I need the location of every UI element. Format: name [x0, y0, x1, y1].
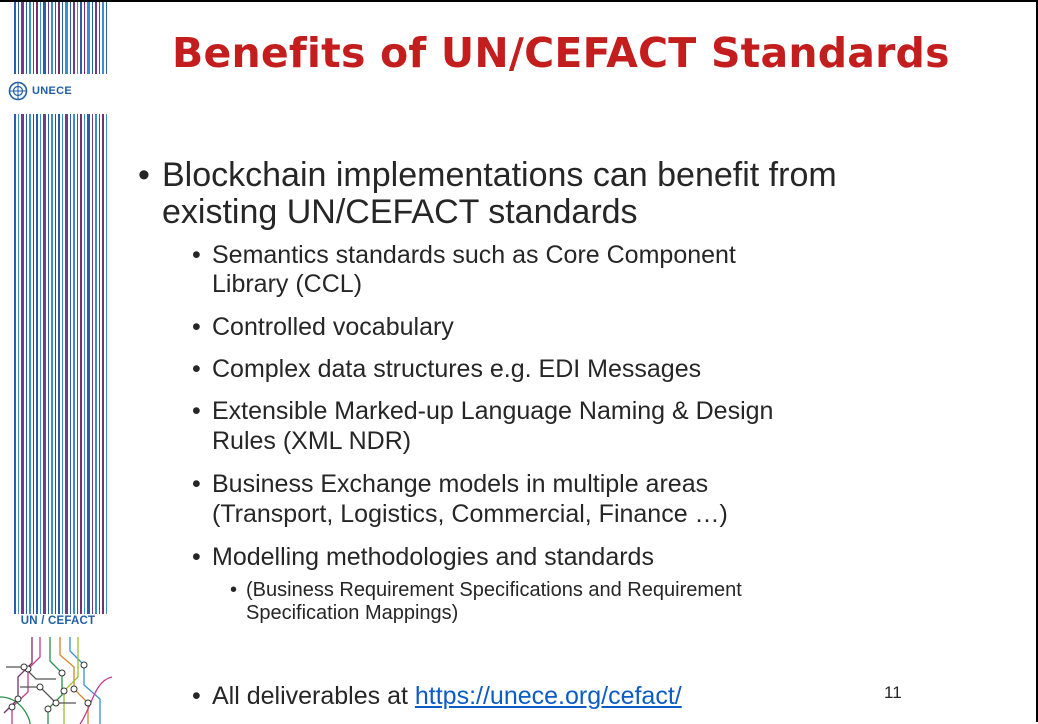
sub-bullet-1-line-2: Library (CCL)	[212, 270, 363, 298]
sub-bullet-5-line-2: (Transport, Logistics, Commercial, Finan…	[212, 500, 728, 528]
bullet-dot: •	[192, 470, 201, 498]
barcode-stripes-top	[14, 2, 108, 74]
sub-bullet-6: Modelling methodologies and standards	[212, 543, 654, 571]
bullet-dot: •	[192, 241, 201, 269]
bullet-dot: •	[138, 156, 150, 194]
cefact-link[interactable]: https://unece.org/cefact/	[414, 682, 682, 710]
network-graphic	[0, 637, 112, 724]
bullet-1-line-2: existing UN/CEFACT standards	[162, 193, 638, 231]
last-bullet-text: All deliverables at	[212, 682, 415, 710]
un-emblem-icon	[8, 81, 28, 101]
bullet-dot: •	[192, 355, 201, 383]
left-brand-bar: UNECE	[0, 2, 112, 724]
sub-bullet-4-line-2: Rules (XML NDR)	[212, 427, 412, 455]
page-number: 11	[884, 683, 902, 702]
bullet-dot: •	[192, 682, 201, 710]
bullet-dot: •	[230, 579, 238, 601]
sub-bullet-3: Complex data structures e.g. EDI Message…	[212, 355, 702, 383]
unece-logo: UNECE	[8, 80, 108, 102]
barcode-stripes-middle	[14, 114, 108, 614]
sub-sub-bullet-line-1: (Business Requirement Specifications and…	[246, 579, 742, 601]
bullet-dot: •	[192, 397, 201, 425]
bullet-dot: •	[192, 313, 201, 341]
sub-bullet-4-line-1: Extensible Marked-up Language Naming & D…	[212, 397, 774, 425]
bullet-1-line-1: Blockchain implementations can benefit f…	[162, 156, 837, 194]
sub-bullet-2: Controlled vocabulary	[212, 313, 454, 341]
sub-bullet-5-line-1: Business Exchange models in multiple are…	[212, 470, 709, 498]
bullet-dot: •	[192, 543, 201, 571]
sub-bullet-1-line-1: Semantics standards such as Core Compone…	[212, 241, 736, 269]
un-cefact-label: UN / CEFACT	[20, 615, 96, 627]
slide-title: Benefits of UN/CEFACT Standards	[172, 29, 950, 77]
last-bullet: All deliverables at https://unece.org/ce…	[212, 681, 682, 712]
sub-sub-bullet-line-2: Specification Mappings)	[246, 602, 459, 624]
unece-wordmark: UNECE	[32, 85, 73, 97]
